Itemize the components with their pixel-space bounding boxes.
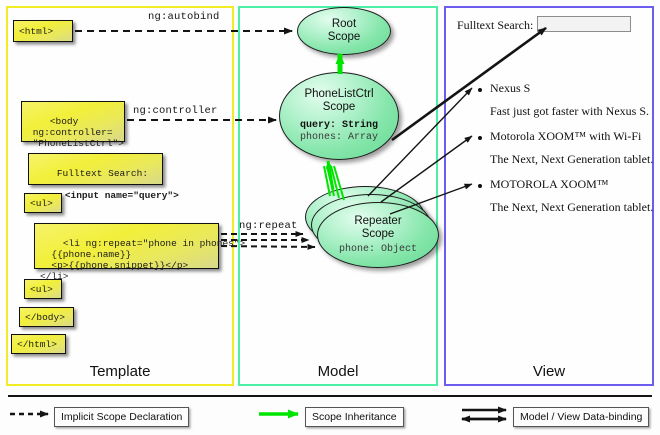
view-bullet-icon (478, 184, 482, 188)
code-text-html-open: <html> (19, 25, 54, 37)
code-box-li-repeat: <li ng:repeat="phone in phones"> {{phone… (34, 223, 245, 282)
view-phone-snippet: The Next, Next Generation tablet. (490, 200, 654, 214)
legend-marker-double-arrow (461, 406, 507, 423)
code-box-html-close: </html> (11, 334, 66, 354)
code-text-li-repeat: <li ng:repeat="phone in phones"> {{phone… (40, 238, 246, 282)
code-text-body-close: </body> (25, 311, 65, 323)
code-text-input-query: <input name="query"> (64, 190, 179, 201)
code-box-ul-close: <ul> (24, 279, 62, 299)
scope-repeater-title: Repeater Scope (354, 214, 402, 240)
code-text-ul-open: <ul> (30, 197, 53, 209)
code-text-html-close: </html> (17, 338, 57, 350)
scope-prop-query: query: String (299, 120, 378, 131)
code-text-body-controller: <body ng:controller= "PhoneListCtrl"> (32, 116, 124, 149)
view-phone-title: MOTOROLA XOOM™ (490, 177, 609, 191)
column-label-view: View (532, 363, 566, 380)
legend-item-implicit-scope-declaration: Implicit Scope Declaration (54, 407, 190, 427)
view-search-input[interactable] (537, 16, 631, 32)
column-label-model: Model (317, 363, 359, 380)
scope-prop-phone: phone: Object (338, 243, 417, 255)
view-phone-title: Motorola XOOM™ with Wi-Fi (490, 129, 642, 143)
column-view: View (444, 6, 654, 386)
legend-divider (8, 395, 652, 397)
view-search-label: Fulltext Search: (457, 18, 534, 32)
connector-label-ng-repeat: ng:repeat (239, 220, 298, 232)
connector-label-ng-autobind: ng:autobind (148, 11, 220, 23)
scope-phonelistctrl-props: query: String phones: Array (300, 120, 378, 144)
view-phone-title: Nexus S (490, 81, 531, 95)
scope-root: Root Scope (297, 7, 391, 55)
view-phone-snippet: Fast just got faster with Nexus S. (490, 104, 649, 118)
scope-phonelistctrl: PhoneListCtrl Scope query: String phones… (279, 72, 399, 160)
scope-repeater-props: phone: Object (339, 244, 417, 256)
view-bullet-icon (478, 136, 482, 140)
scope-prop-phones: phones: Array (299, 132, 378, 143)
legend-item-model-view-data-binding: Model / View Data-binding (513, 407, 650, 427)
code-box-body-controller: <body ng:controller= "PhoneListCtrl"> (21, 101, 125, 149)
code-box-html-open: <html> (13, 20, 73, 42)
view-bullet-icon (478, 88, 482, 92)
column-label-template: Template (89, 363, 151, 380)
scope-root-title: Root Scope (327, 18, 361, 43)
code-box-ul-open: <ul> (24, 193, 62, 213)
code-text-fulltext-label: Fulltext Search: (56, 168, 149, 179)
legend-item-scope-inheritance: Scope Inheritance (305, 407, 404, 427)
scope-phonelistctrl-title: PhoneListCtrl Scope (304, 88, 374, 113)
connector-label-ng-controller: ng:controller (133, 105, 218, 117)
scope-repeater: Repeater Scope phone: Object (317, 202, 439, 268)
code-box-fulltext-search: Fulltext Search: <input name="query"> (28, 153, 179, 201)
view-phone-snippet: The Next, Next Generation tablet. (490, 152, 654, 166)
code-box-body-close: </body> (19, 307, 74, 327)
code-text-ul-close: <ul> (30, 283, 53, 295)
